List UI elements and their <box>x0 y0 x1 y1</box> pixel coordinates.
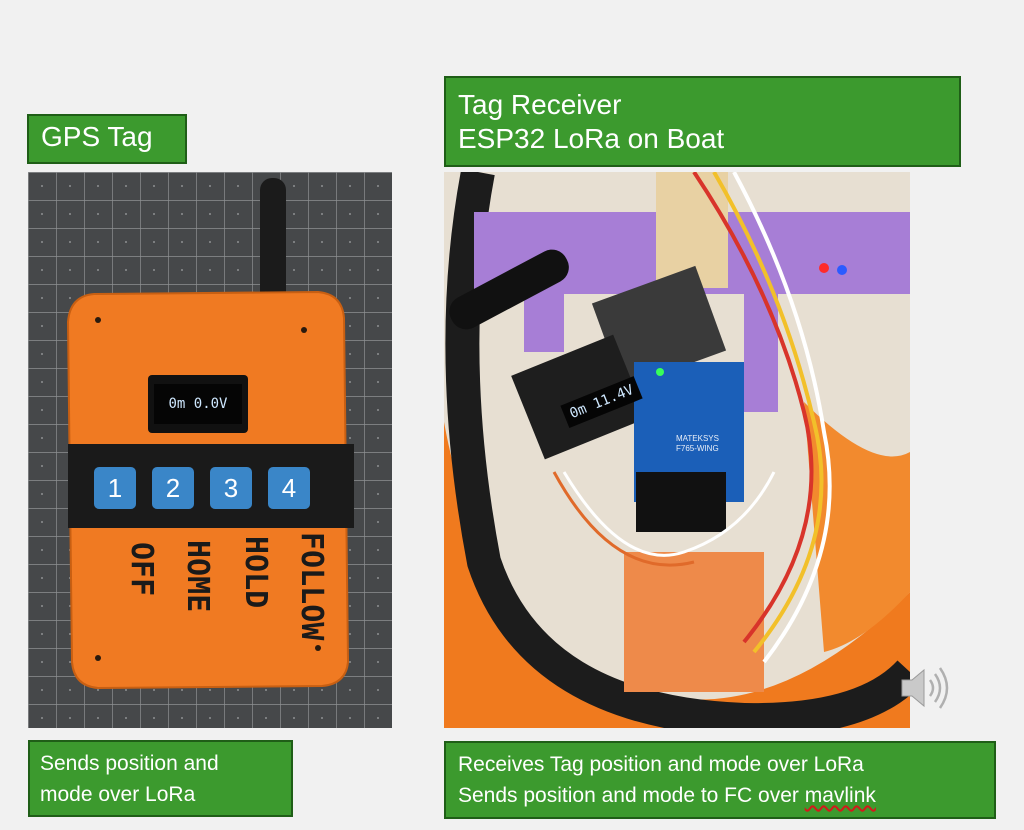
gps-tag-caption-line2: mode over LoRa <box>40 783 196 806</box>
fc-board-label-1: MATEKSYS <box>676 434 719 443</box>
receiver-title-line1: Tag Receiver <box>458 89 622 120</box>
receiver-caption-mavlink: mavlink <box>804 784 876 807</box>
receiver-caption: Receives Tag position and mode over LoRa… <box>444 741 996 819</box>
receiver-caption-line1: Receives Tag position and mode over LoRa <box>458 753 864 776</box>
receiver-title-line2: ESP32 LoRa on Boat <box>458 123 725 154</box>
receiver-caption-line2: Sends position and mode to FC over mavli… <box>458 780 984 811</box>
receiver-photo: 0m 11.4V MATEKSYS F765-WING <box>444 172 910 728</box>
receiver-caption-line2-prefix: Sends position and mode to FC over <box>458 784 805 807</box>
gps-tag-caption: Sends position and mode over LoRa <box>28 740 293 817</box>
tag-oled-text: 0m 0.0V <box>168 396 228 412</box>
tag-button-2[interactable]: 2 <box>152 467 194 509</box>
mode-label-follow: FOLLOW <box>294 532 329 641</box>
tag-oled-screen: 0m 0.0V <box>154 384 242 424</box>
tag-button-3[interactable]: 3 <box>210 467 252 509</box>
mode-label-home: HOME <box>180 540 215 613</box>
fc-board-label-2: F765-WING <box>676 444 719 453</box>
mode-label-hold: HOLD <box>238 536 273 609</box>
gps-tag-title-text: GPS Tag <box>41 121 153 152</box>
gps-tag-photo: 0m 0.0V 1 2 3 4 OFF HOME HOLD FOLLOW <box>28 172 392 728</box>
fc-board-label: MATEKSYS F765-WING <box>676 434 719 454</box>
speaker-icon[interactable] <box>896 662 952 719</box>
tag-button-1[interactable]: 1 <box>94 467 136 509</box>
mode-label-off: OFF <box>124 542 159 597</box>
gps-tag-title: GPS Tag <box>27 114 187 164</box>
receiver-title: Tag Receiver ESP32 LoRa on Boat <box>444 76 961 167</box>
gps-tag-caption-line1: Sends position and <box>40 752 219 775</box>
tag-button-4[interactable]: 4 <box>268 467 310 509</box>
